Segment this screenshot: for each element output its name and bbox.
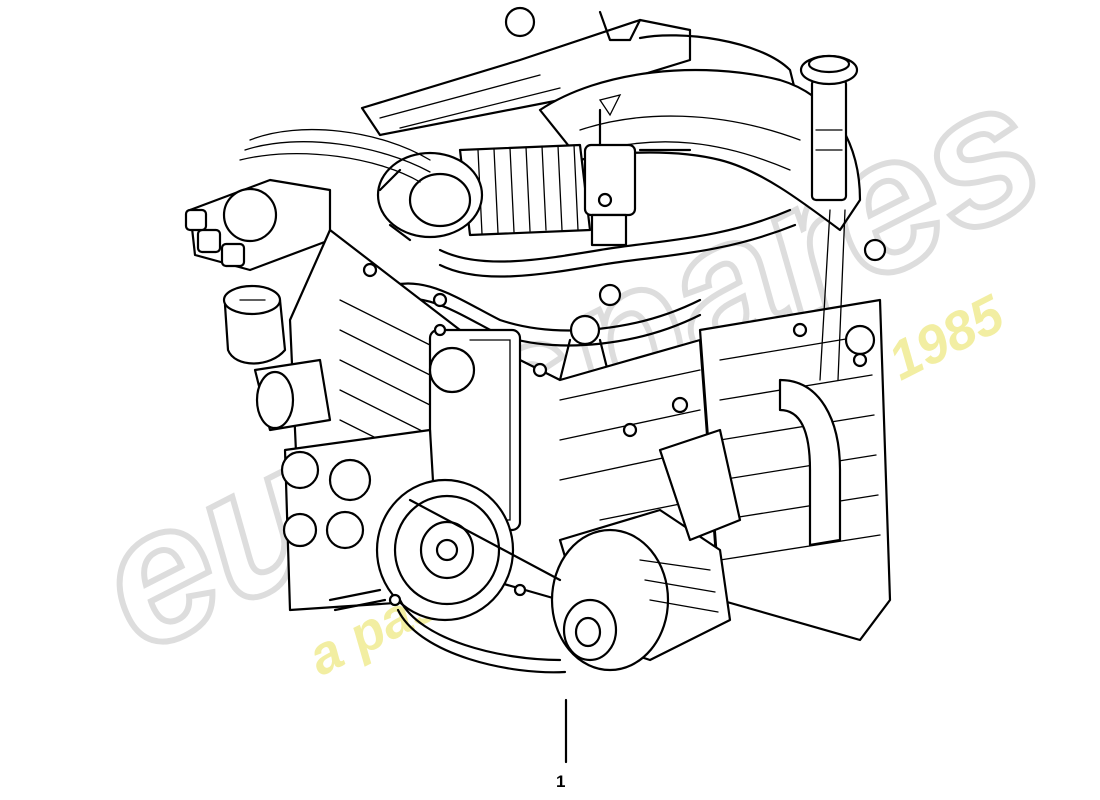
fasteners [362, 262, 868, 607]
oil-filler-neck [799, 54, 859, 202]
distributor-cap [184, 128, 431, 272]
crankshaft-pulley [375, 478, 515, 622]
fuel-rail [360, 6, 802, 137]
oil-filter [222, 284, 332, 432]
callout-number-1: 1 [556, 772, 566, 791]
air-intake-bellows [376, 143, 592, 242]
heat-exchanger [698, 209, 892, 642]
alternator [550, 428, 742, 672]
engine-illustration [184, 6, 892, 674]
v-belt [396, 498, 567, 674]
throttle-body [583, 108, 692, 247]
